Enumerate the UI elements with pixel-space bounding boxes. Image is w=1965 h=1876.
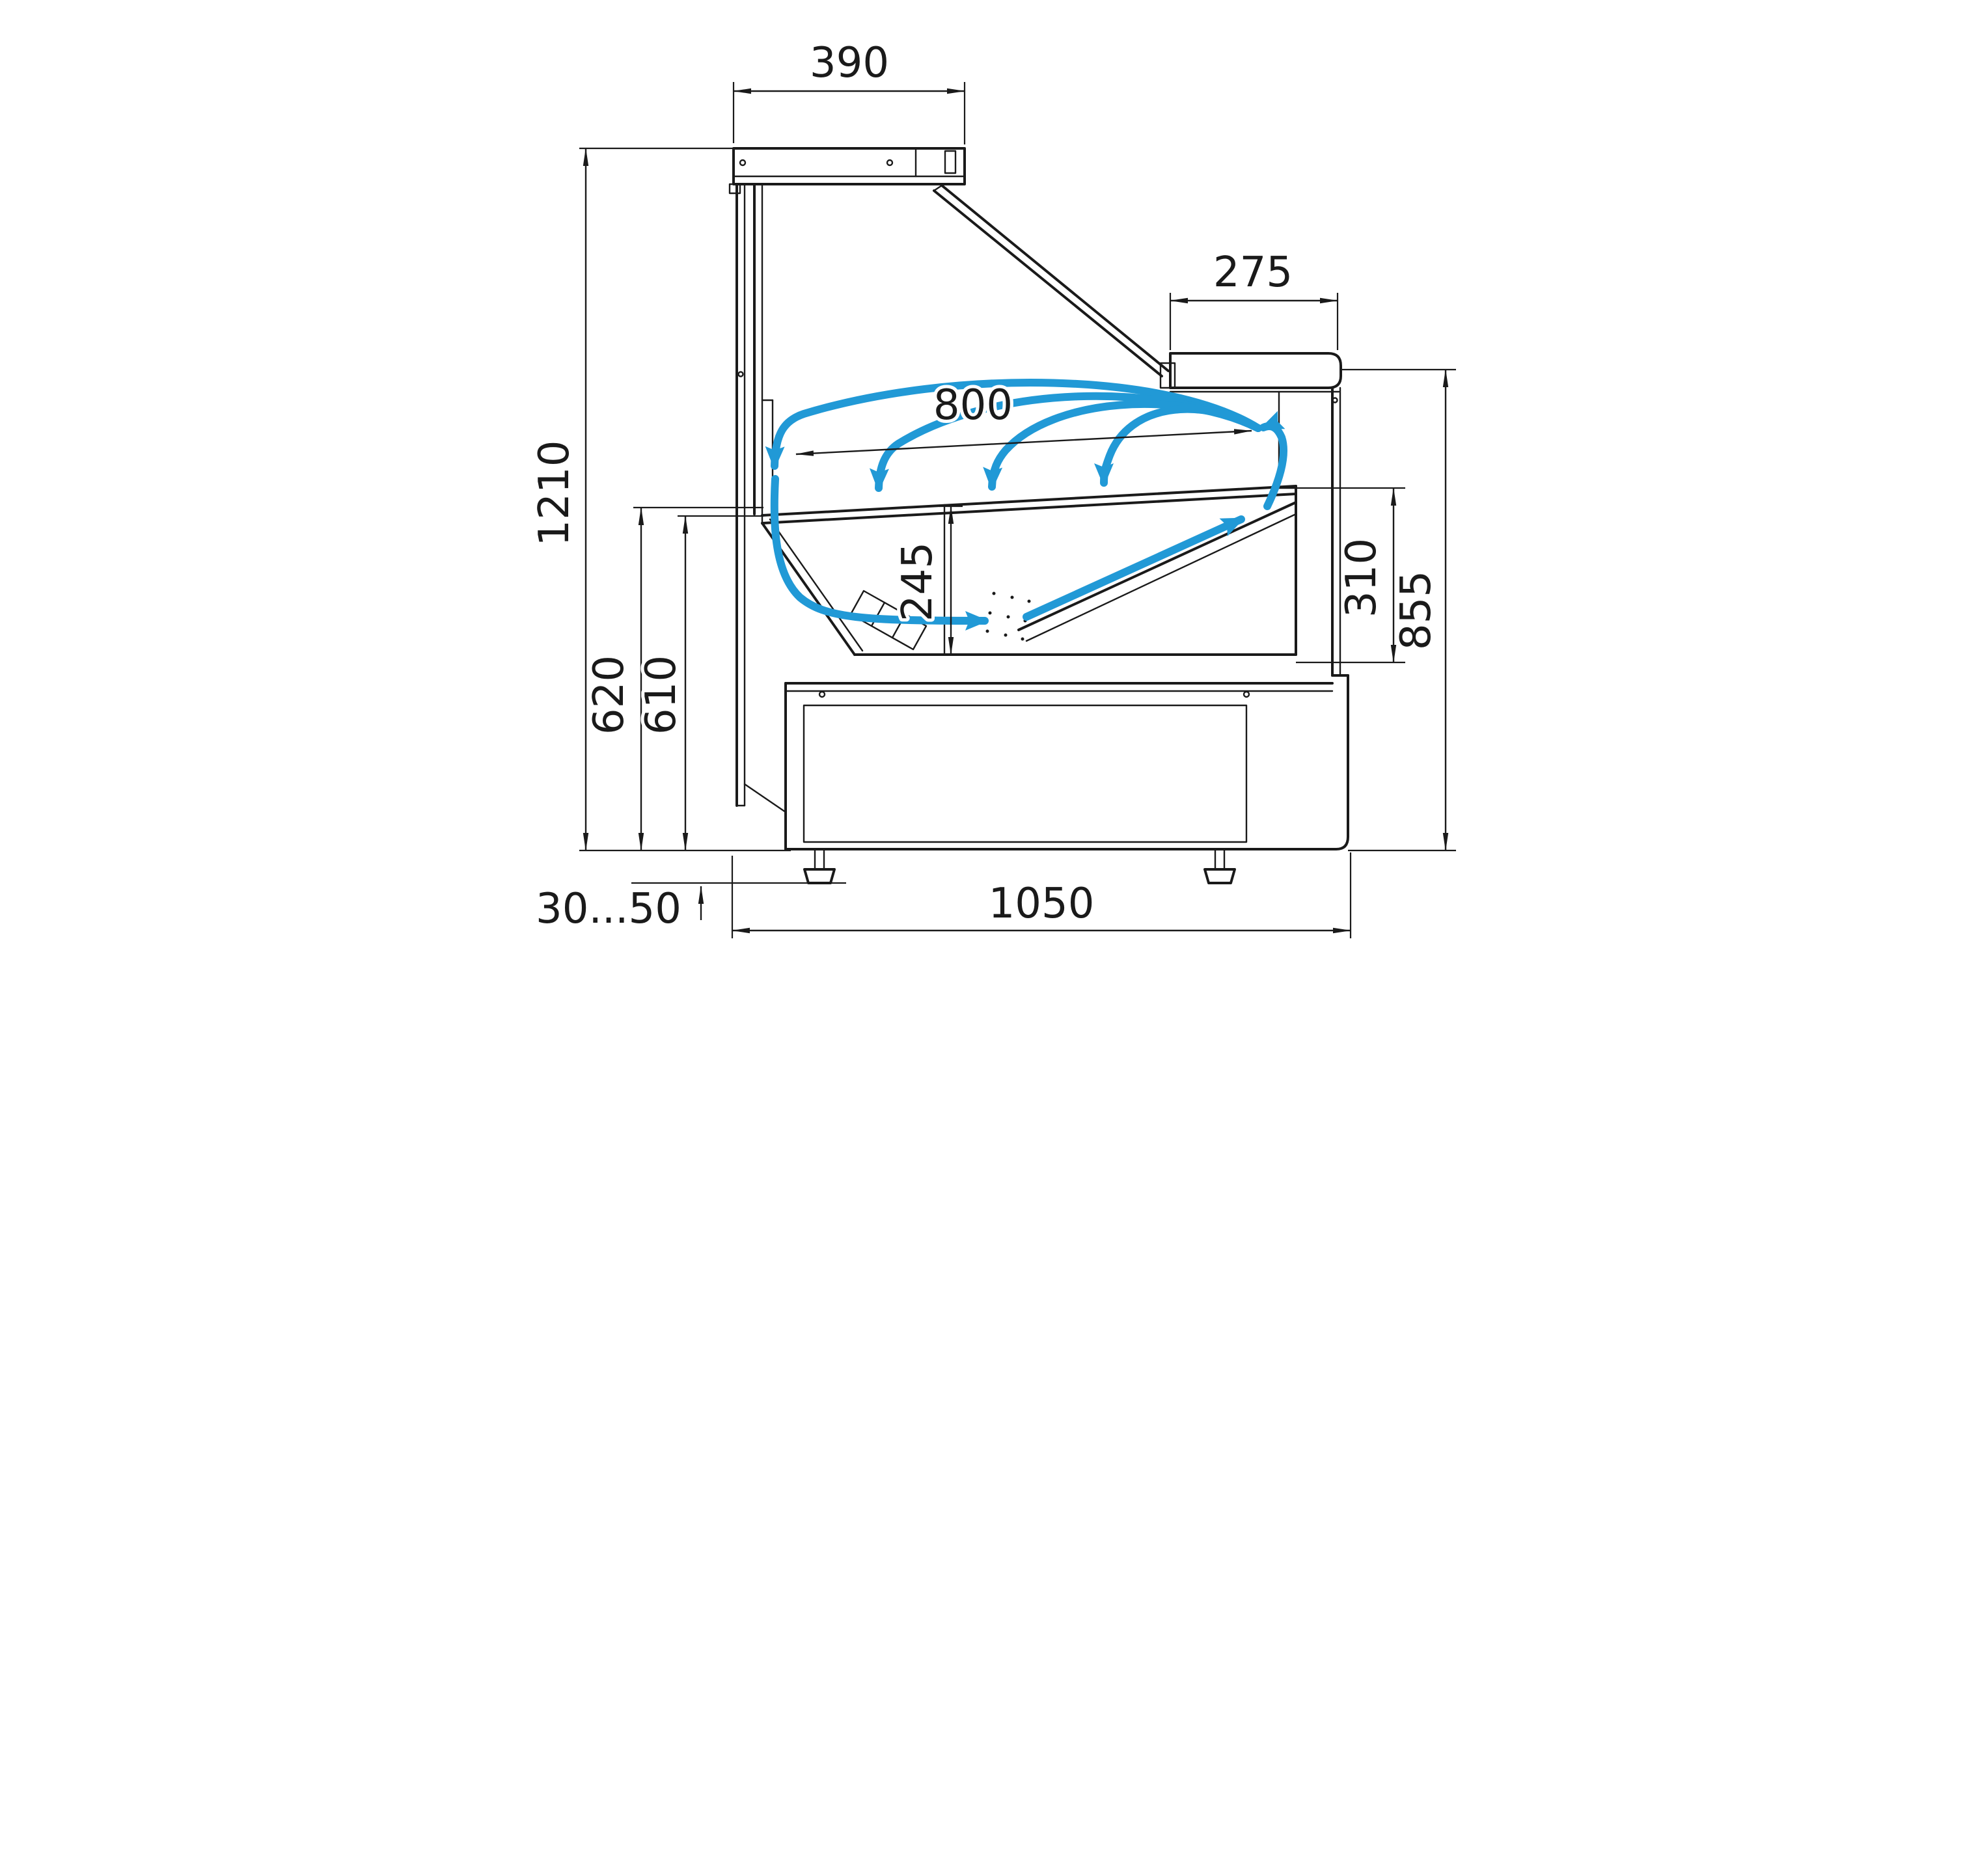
foot-pad bbox=[1203, 868, 1236, 884]
dim-base-depth: 1050 bbox=[731, 852, 1351, 938]
dim-back-height-inner: 610 bbox=[634, 515, 763, 851]
glass-front bbox=[932, 184, 1175, 389]
screw-icon bbox=[886, 159, 893, 167]
dim-back-height-outer: 620 bbox=[582, 506, 763, 851]
dim-label-390: 390 bbox=[809, 39, 888, 87]
dim-counter-height: 855 bbox=[1341, 368, 1456, 852]
right-wall bbox=[1330, 387, 1349, 677]
air-curtain-arc-1 bbox=[765, 379, 1262, 470]
air-duct-ramp bbox=[1017, 501, 1297, 631]
dim-overall-height: 1210 bbox=[527, 147, 791, 852]
dimensions: 390 275 800 1210 620 610 bbox=[527, 36, 1456, 938]
dim-leg-adjustment: 30...50 bbox=[532, 882, 704, 936]
dim-counter-depth: 275 bbox=[1169, 245, 1338, 350]
dim-label-275: 275 bbox=[1213, 249, 1292, 297]
well-interior bbox=[760, 485, 1297, 656]
screw-icon bbox=[1243, 690, 1250, 698]
screw-icon bbox=[737, 371, 744, 377]
dim-label-800: 800 bbox=[933, 381, 1012, 429]
dim-inner-right-height: 310 bbox=[1295, 487, 1405, 664]
air-curtain-arc-4 bbox=[1093, 405, 1262, 487]
base-cabinet bbox=[784, 674, 1349, 850]
airflow-arrows bbox=[765, 379, 1287, 631]
drawing-canvas: 390 275 800 1210 620 610 bbox=[491, 7, 1474, 945]
screw-icon bbox=[739, 159, 746, 167]
screw-icon bbox=[818, 690, 825, 698]
dim-display-length: 800 bbox=[795, 378, 1252, 456]
dim-label-245: 245 bbox=[894, 542, 942, 621]
display-case-cross-section: 390 275 800 1210 620 610 bbox=[485, 0, 1481, 951]
glass-holder bbox=[1159, 362, 1175, 389]
adjustable-feet bbox=[631, 848, 1236, 884]
base-front-panel bbox=[803, 704, 1247, 843]
right-riser-discharge-flow bbox=[1259, 411, 1287, 510]
dim-label-855: 855 bbox=[1392, 571, 1440, 650]
display-deck bbox=[760, 399, 1297, 524]
dim-label-310: 310 bbox=[1338, 538, 1386, 618]
foot-stem bbox=[1214, 848, 1225, 871]
dim-well-height: 245 bbox=[890, 505, 963, 655]
dim-label-1210: 1210 bbox=[530, 441, 579, 547]
dim-label-30-50: 30...50 bbox=[536, 885, 681, 933]
dim-label-620: 620 bbox=[585, 655, 633, 735]
lamp-bracket bbox=[944, 150, 956, 174]
ramp-flow bbox=[1022, 515, 1245, 621]
dim-top-canopy-width: 390 bbox=[732, 36, 965, 144]
right-counter bbox=[1168, 352, 1342, 489]
foot-stem bbox=[814, 848, 825, 871]
dim-label-1050: 1050 bbox=[988, 880, 1094, 928]
bottom-return-flow bbox=[770, 475, 989, 631]
foot-pad bbox=[803, 868, 836, 884]
dim-label-610: 610 bbox=[637, 655, 685, 735]
canopy bbox=[728, 147, 966, 195]
back-panel bbox=[735, 183, 786, 813]
